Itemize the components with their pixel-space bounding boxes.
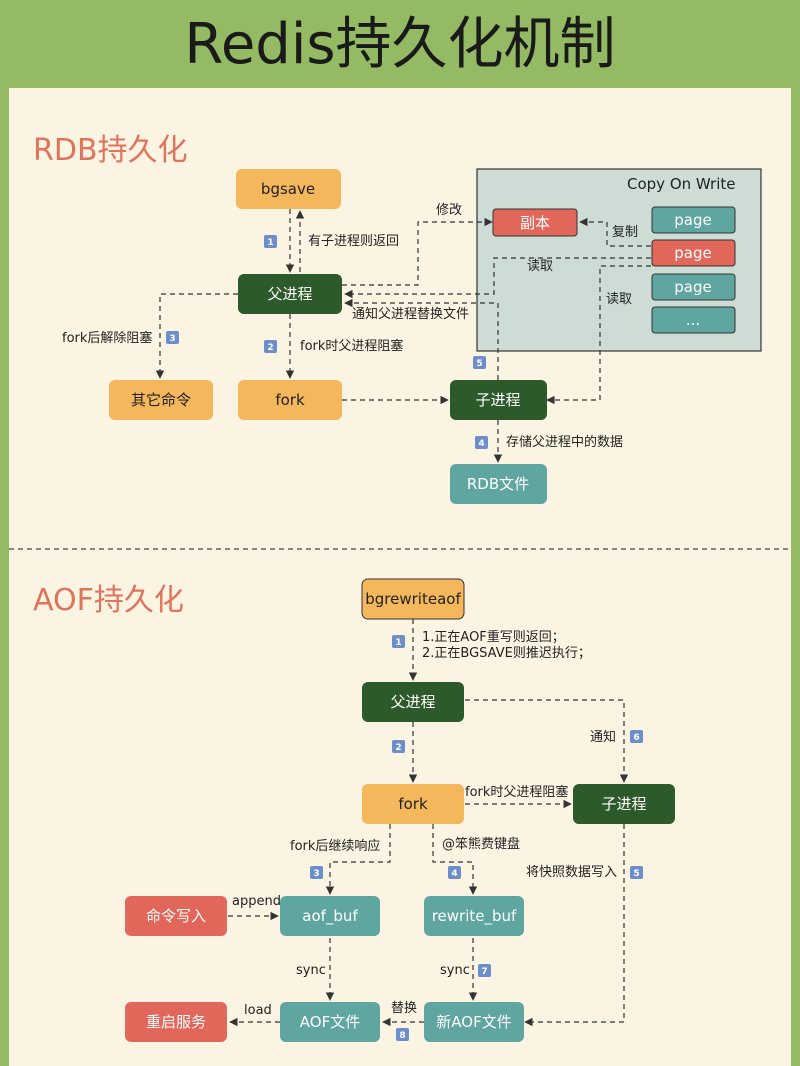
rdb-badges: 1 2 3 4 5: [166, 235, 488, 449]
rdb-child-label: 子进程: [475, 391, 520, 409]
rdb-parent-node: [238, 274, 342, 314]
rdb-badge-1: [264, 235, 277, 248]
aof-badge-2: [392, 740, 405, 753]
aof-label-notify: 通知: [590, 729, 616, 745]
rdb-label-read-1: 读取: [527, 259, 553, 274]
rdb-badge-2: [264, 340, 277, 353]
other-command-label: 其它命令: [131, 391, 191, 409]
aof-badge-3: [310, 866, 323, 879]
aof-parent-label: 父进程: [390, 693, 435, 711]
aof-badges: 1 2 3 4 5 6 7 8: [310, 635, 643, 1041]
rdb-child-node: [450, 380, 547, 420]
aof-label-fork-block: fork时父进程阻塞: [465, 784, 568, 800]
rdb-parent-label: 父进程: [267, 285, 312, 303]
rdb-badge-3: [166, 331, 179, 344]
bgrewriteaof-node: [361, 578, 465, 620]
rdb-badge-5-text: 5: [476, 359, 482, 369]
aof-badge-1-text: 1: [395, 638, 401, 648]
rdb-file-node: [450, 464, 547, 504]
restart-service-label: 重启服务: [146, 1013, 206, 1031]
command-write-node: [125, 896, 227, 936]
rdb-badge-4-text: 4: [478, 439, 484, 449]
aof-badge-5-text: 5: [633, 869, 639, 879]
watermark-label: @笨熊费键盘: [442, 836, 520, 852]
new-aof-file-label: 新AOF文件: [436, 1013, 511, 1031]
aof-fork-node: [362, 784, 464, 824]
new-aof-file-node: [424, 1002, 524, 1042]
aof-badge-4: [448, 866, 461, 879]
rdb-label-store-data: 存储父进程中的数据: [506, 434, 623, 450]
aof-label-bgsave-delay: 2.正在BGSAVE则推迟执行；: [422, 646, 591, 661]
copy-label: 副本: [520, 214, 550, 232]
rewrite-buf-node: [424, 896, 524, 936]
aof-child-node: [573, 784, 675, 824]
aof-file-label: AOF文件: [300, 1013, 360, 1031]
rdb-fork-node: [238, 380, 342, 420]
copy-node: [492, 208, 578, 237]
aof-badge-6-text: 6: [633, 733, 639, 743]
aof-label-fork-continue: fork后继续响应: [290, 838, 380, 854]
aof-label-load: load: [244, 1003, 272, 1018]
aof-label-sync-1: sync: [296, 963, 326, 978]
rdb-badge-5: [473, 356, 486, 369]
aof-badge-3-text: 3: [313, 869, 319, 879]
rdb-badge-3-text: 3: [169, 334, 175, 344]
page-block-2-label: page: [674, 244, 711, 262]
page-block-3-label: page: [674, 278, 711, 296]
aof-buf-node: [280, 896, 380, 936]
rdb-label-notify-replace: 通知父进程替换文件: [352, 306, 469, 322]
aof-badge-8-text: 8: [399, 1031, 405, 1041]
aof-parent-node: [362, 682, 464, 722]
page-block-1: [651, 206, 736, 234]
rdb-file-label: RDB文件: [467, 475, 529, 493]
aof-file-node: [280, 1002, 380, 1042]
bgsave-node: [236, 169, 341, 209]
rdb-badge-2-text: 2: [267, 343, 273, 353]
aof-label-replace: 替换: [391, 1001, 417, 1016]
aof-child-label: 子进程: [601, 795, 646, 813]
rdb-badge-1-text: 1: [267, 238, 273, 248]
rdb-badge-4: [475, 436, 488, 449]
rdb-label-fork-block: fork时父进程阻塞: [300, 338, 403, 354]
restart-service-node: [125, 1002, 227, 1042]
page-title: Redis持久化机制: [184, 12, 616, 77]
aof-badge-6: [630, 730, 643, 743]
aof-badge-4-text: 4: [451, 869, 457, 879]
aof-label-sync-2: sync: [440, 963, 470, 978]
aof-badge-7-text: 7: [481, 967, 487, 977]
other-command-node: [109, 380, 213, 420]
aof-badge-1: [392, 635, 405, 648]
page-block-1-label: page: [674, 211, 711, 229]
rdb-fork-label: fork: [275, 391, 305, 409]
bgrewriteaof-label: bgrewriteaof: [365, 590, 461, 608]
aof-label-rewrite-return: 1.正在AOF重写则返回；: [422, 629, 565, 645]
aof-fork-label: fork: [398, 795, 428, 813]
page-block-more: [651, 306, 736, 334]
command-write-label: 命令写入: [146, 907, 206, 925]
aof-heading: AOF持久化: [33, 583, 184, 618]
rdb-label-read-2: 读取: [606, 292, 632, 307]
page-block-3: [651, 273, 736, 301]
rdb-label-modify: 修改: [436, 203, 462, 218]
page-block-more-label: ...: [686, 311, 700, 329]
copy-on-write-title: Copy On Write: [627, 175, 736, 193]
aof-buf-label: aof_buf: [302, 907, 358, 926]
aof-badge-8: [396, 1028, 409, 1041]
aof-badge-2-text: 2: [395, 743, 401, 753]
aof-label-append: append: [232, 894, 281, 909]
rdb-heading: RDB持久化: [33, 133, 188, 168]
rdb-label-copy: 复制: [612, 225, 638, 240]
aof-label-snapshot-write: 将快照数据写入: [526, 865, 617, 880]
aof-badge-5: [630, 866, 643, 879]
page-block-2: [651, 239, 736, 267]
rdb-label-child-exists: 有子进程则返回: [308, 234, 399, 249]
bgsave-label: bgsave: [261, 180, 315, 198]
aof-badge-7: [478, 964, 491, 977]
rewrite-buf-label: rewrite_buf: [432, 907, 517, 926]
rdb-label-fork-unblock: fork后解除阻塞: [62, 330, 152, 346]
